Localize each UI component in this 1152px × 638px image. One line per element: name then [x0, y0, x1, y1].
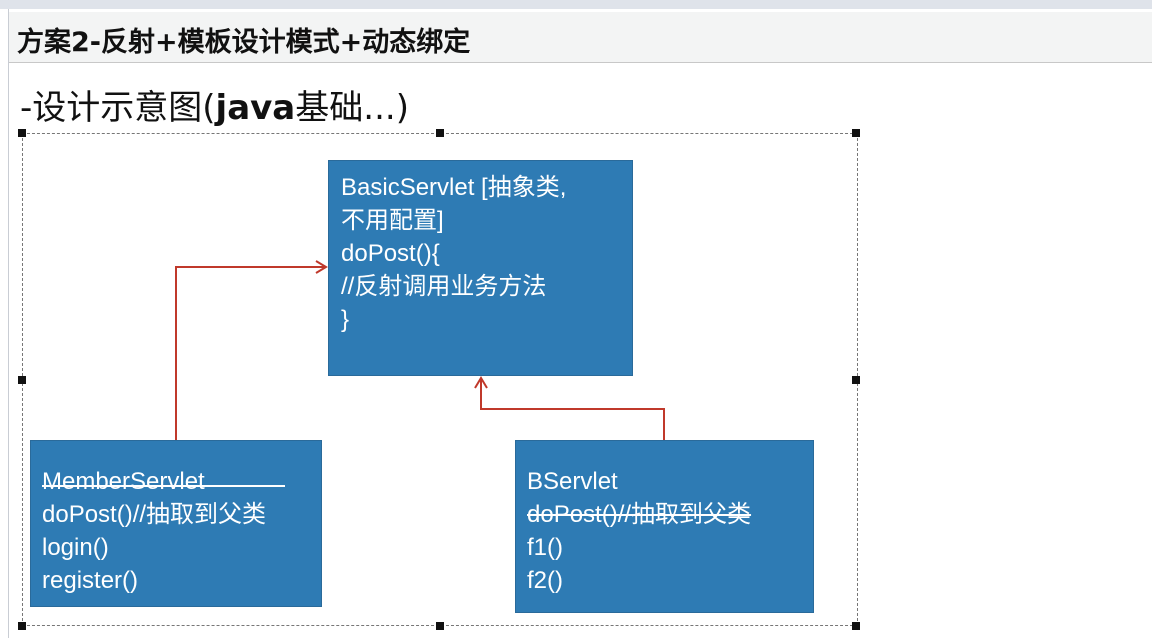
b-servlet-line-4: f2() — [527, 567, 563, 594]
basic-servlet-line-1: BasicServlet [抽象类, — [341, 174, 567, 201]
subtitle-bold: java — [215, 88, 296, 128]
basic-servlet-line-4: //反射调用业务方法 — [341, 273, 547, 300]
resize-handle-top-left[interactable] — [18, 129, 26, 137]
member-servlet-name: MemberServlet — [42, 468, 205, 495]
basic-servlet-line-3: doPost(){ — [341, 240, 440, 267]
member-servlet-line-2: doPost()//抽取到父类 — [42, 501, 267, 528]
title-bar: 方案2-反射+模板设计模式+动态绑定 — [9, 12, 1152, 63]
window-top-strip — [0, 0, 1152, 9]
arrowhead-member-to-basic — [315, 260, 328, 274]
resize-handle-bottom-left[interactable] — [18, 622, 26, 630]
arrow-b-to-basic — [480, 380, 665, 440]
subtitle-suffix: 基础...) — [295, 88, 409, 128]
basic-servlet-line-2: 不用配置] — [341, 207, 444, 234]
resize-handle-bottom-right[interactable] — [852, 622, 860, 630]
arrow-member-to-basic — [175, 266, 324, 440]
arrowhead-b-to-basic — [474, 376, 488, 389]
b-servlet-name: BServlet — [527, 468, 618, 495]
slide-area — [8, 9, 1152, 638]
slide-subtitle: -设计示意图(java基础...) — [20, 80, 409, 129]
resize-handle-bottom-middle[interactable] — [436, 622, 444, 630]
resize-handle-middle-left[interactable] — [18, 376, 26, 384]
b-servlet-line-3: f1() — [527, 534, 563, 561]
member-servlet-line-4: register() — [42, 567, 139, 594]
basic-servlet-line-5: } — [341, 306, 350, 333]
slide-title: 方案2-反射+模板设计模式+动态绑定 — [17, 27, 471, 58]
resize-handle-middle-right[interactable] — [852, 376, 860, 384]
b-servlet-box[interactable]: BServlet doPost()//抽取到父类 f1() f2() — [515, 440, 814, 613]
basic-servlet-box[interactable]: BasicServlet [抽象类, 不用配置] doPost(){ //反射调… — [328, 160, 633, 376]
b-servlet-line-2: doPost()//抽取到父类 — [527, 501, 752, 528]
subtitle-prefix: -设计示意图( — [20, 88, 216, 128]
b-servlet-struck-row: doPost()//抽取到父类 — [527, 498, 813, 531]
member-servlet-line-3: login() — [42, 534, 109, 561]
resize-handle-top-right[interactable] — [852, 129, 860, 137]
member-servlet-box[interactable]: MemberServlet doPost()//抽取到父类 login() re… — [30, 440, 322, 607]
member-servlet-name-row: MemberServlet — [42, 465, 321, 498]
resize-handle-top-middle[interactable] — [436, 129, 444, 137]
